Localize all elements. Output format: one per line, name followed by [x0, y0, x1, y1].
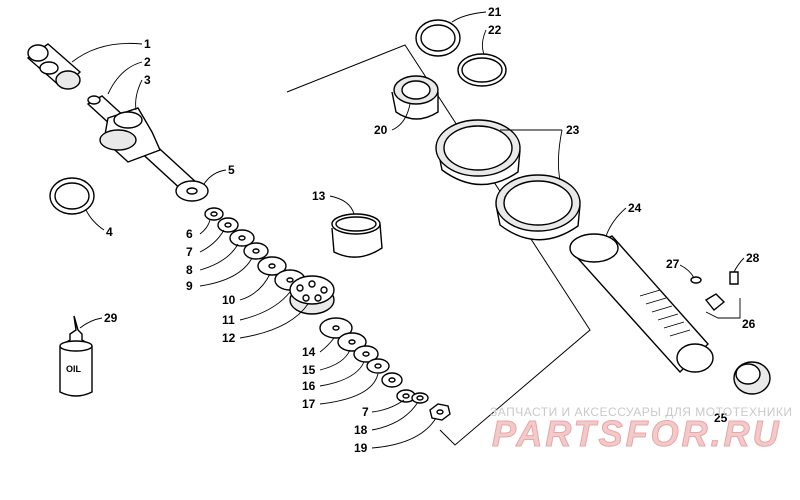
oil-bottle-label: OIL — [66, 364, 82, 374]
label-20: 20 — [374, 123, 388, 137]
part-piston — [289, 275, 335, 315]
label-26: 26 — [742, 317, 756, 331]
label-19: 19 — [354, 441, 368, 455]
part-end-cap — [733, 361, 771, 395]
label-17: 17 — [302, 397, 316, 411]
label-27: 27 — [666, 257, 680, 271]
label-21: 21 — [488, 5, 502, 19]
label-15: 15 — [302, 363, 316, 377]
label-5: 5 — [228, 163, 235, 177]
label-9: 9 — [186, 279, 193, 293]
part-number-labels: 1 2 3 4 5 6 7 8 9 10 11 12 13 14 15 16 1… — [104, 5, 760, 455]
part-collar-o-ring — [457, 53, 507, 87]
label-7b: 7 — [362, 405, 369, 419]
part-spring-retainer-upper — [435, 119, 521, 186]
part-o-ring — [49, 177, 95, 215]
part-piston-band — [331, 213, 383, 258]
part-washer-large — [175, 180, 209, 202]
part-eyelet-bushing — [26, 43, 82, 90]
label-13: 13 — [312, 189, 326, 203]
part-shim-stack-lower — [319, 317, 451, 421]
part-shim-stack-upper — [204, 207, 306, 291]
label-11: 11 — [222, 313, 235, 327]
part-collar-washer — [415, 19, 461, 57]
label-10: 10 — [222, 293, 236, 307]
label-25: 25 — [714, 411, 728, 425]
label-28: 28 — [746, 251, 760, 265]
part-reservoir-body — [569, 233, 714, 374]
label-3: 3 — [144, 73, 151, 87]
label-7: 7 — [186, 245, 193, 259]
label-4: 4 — [106, 225, 113, 239]
label-29: 29 — [104, 311, 118, 325]
assembly-frame — [286, 44, 591, 446]
label-18: 18 — [354, 423, 368, 437]
label-2: 2 — [144, 55, 151, 69]
watermark-brand: PARTSFOR.RU — [492, 413, 782, 454]
label-23: 23 — [566, 123, 580, 137]
label-24: 24 — [628, 201, 642, 215]
part-spring-collar — [391, 75, 439, 120]
label-8: 8 — [186, 263, 193, 277]
label-22: 22 — [488, 23, 502, 37]
leader-lines — [71, 11, 745, 449]
label-16: 16 — [302, 379, 316, 393]
part-shaft-body — [86, 95, 200, 193]
watermark: ЗАПЧАСТИ И АКСЕССУАРЫ ДЛЯ МОТОТЕХНИКИ PA… — [490, 405, 792, 455]
watermark-tagline: ЗАПЧАСТИ И АКСЕССУАРЫ ДЛЯ МОТОТЕХНИКИ — [490, 405, 792, 419]
label-14: 14 — [302, 345, 316, 359]
part-oil-bottle: OIL — [59, 315, 93, 397]
part-valve-assembly — [690, 271, 741, 319]
label-12: 12 — [222, 331, 236, 345]
label-6: 6 — [186, 227, 193, 241]
label-1: 1 — [144, 37, 151, 51]
part-spring-retainer-lower — [495, 174, 581, 241]
